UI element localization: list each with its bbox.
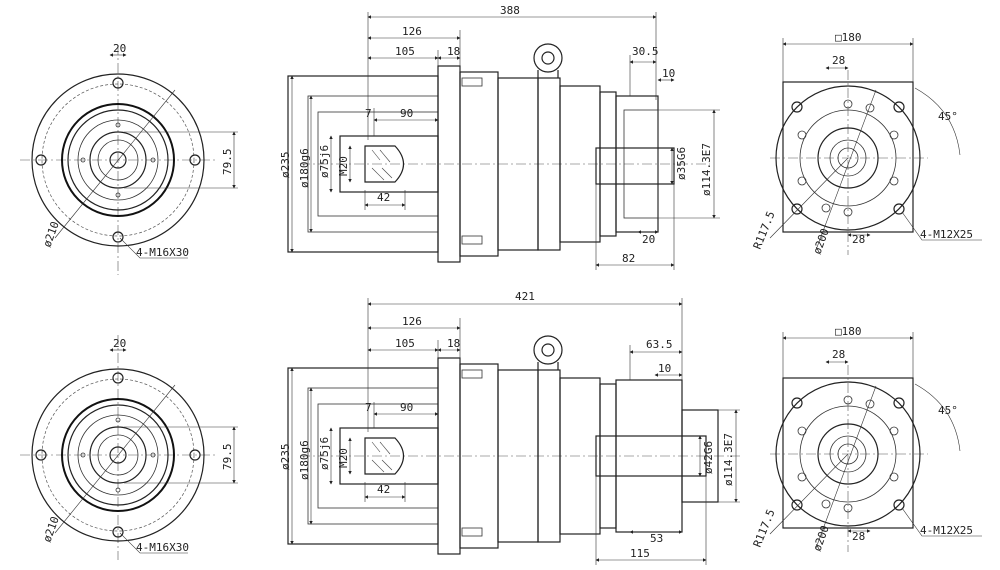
side-1-d180: ø180g6 (298, 148, 311, 188)
side-2-overall: 421 (515, 290, 535, 303)
rear-2-r117: R117.5 (751, 507, 778, 549)
side-2-m20: M20 (337, 448, 350, 468)
side-1-d7: 7 (365, 107, 372, 120)
rear-1-ang: 45° (938, 110, 958, 123)
rear-2-d28a: 28 (832, 348, 845, 361)
side-2-d126: 126 (402, 315, 422, 328)
side-1-d30-5: 30.5 (632, 45, 659, 58)
rear-1-d28a: 28 (832, 54, 845, 67)
rear-2-ang: 45° (938, 404, 958, 417)
front-2-d210: ø210 (41, 515, 62, 544)
side-1-d114: ø114.3E7 (700, 143, 713, 196)
front-view-1: 20 79.5 ø210 4-M16X30 (20, 42, 238, 275)
front-1-d210: ø210 (41, 220, 62, 249)
side-2-d105: 105 (395, 337, 415, 350)
front-1-d79-5: 79.5 (221, 149, 234, 176)
side-1-d235: ø235 (279, 152, 292, 179)
front-2-d79-5: 79.5 (221, 444, 234, 471)
rear-1-d200: ø200 (811, 227, 832, 256)
side-2-d42: 42 (377, 483, 390, 496)
side-1-overall: 388 (500, 4, 520, 17)
side-2-d7: 7 (365, 401, 372, 414)
view-row-2: 20 79.5 ø210 4-M16X30 (20, 290, 982, 565)
side-2-d20b: 53 (650, 532, 663, 545)
side-1-d105: 105 (395, 45, 415, 58)
side-2-d235: ø235 (279, 444, 292, 471)
rear-view-2: □180 28 45° R117.5 ø200 28 4-M12X25 (751, 325, 982, 553)
rear-view-1: □180 28 45° R117.5 ø200 28 4-M12X25 (751, 31, 982, 256)
side-2-d10: 10 (658, 362, 671, 375)
rear-2-d28b: 28 (852, 530, 865, 543)
side-2-d82: 115 (630, 547, 650, 560)
front-2-d20: 20 (113, 337, 126, 350)
side-1-d42: 42 (377, 191, 390, 204)
side-2-d30-5: 63.5 (646, 338, 673, 351)
side-2-d18: 18 (447, 337, 460, 350)
side-1-d18: 18 (447, 45, 460, 58)
front-2-holes: 4-M16X30 (136, 541, 189, 554)
rear-2-sq: □180 (835, 325, 862, 338)
side-2-d180: ø180g6 (298, 440, 311, 480)
side-view-1: 388 126 105 18 90 7 42 ø235 ø180g6 (279, 4, 720, 270)
front-1-d20: 20 (113, 42, 126, 55)
view-row-1: 20 79.5 ø210 4-M16X30 (20, 4, 982, 275)
side-2-d35: ø42G6 (702, 441, 715, 474)
side-2-d114: ø114.3E7 (722, 433, 735, 486)
side-1-d126: 126 (402, 25, 422, 38)
side-view-2: 421 126 105 18 90 7 42 ø235 ø180g6 ø75j6… (279, 290, 740, 565)
side-2-d90: 90 (400, 401, 413, 414)
side-1-d90: 90 (400, 107, 413, 120)
side-2-d75: ø75j6 (318, 437, 331, 470)
side-1-d82: 82 (622, 252, 635, 265)
front-1-holes: 4-M16X30 (136, 246, 189, 259)
side-1-d75: ø75j6 (318, 145, 331, 178)
rear-1-sq: □180 (835, 31, 862, 44)
side-1-m20: M20 (337, 156, 350, 176)
side-1-d20b: 20 (642, 233, 655, 246)
rear-1-d28b: 28 (852, 233, 865, 246)
side-1-d35: ø35G6 (675, 147, 688, 180)
rear-2-holes: 4-M12X25 (920, 524, 973, 537)
rear-1-holes: 4-M12X25 (920, 228, 973, 241)
front-view-2: 20 79.5 ø210 4-M16X30 (20, 335, 238, 560)
side-1-d10: 10 (662, 67, 675, 80)
rear-1-r117: R117.5 (751, 209, 778, 251)
